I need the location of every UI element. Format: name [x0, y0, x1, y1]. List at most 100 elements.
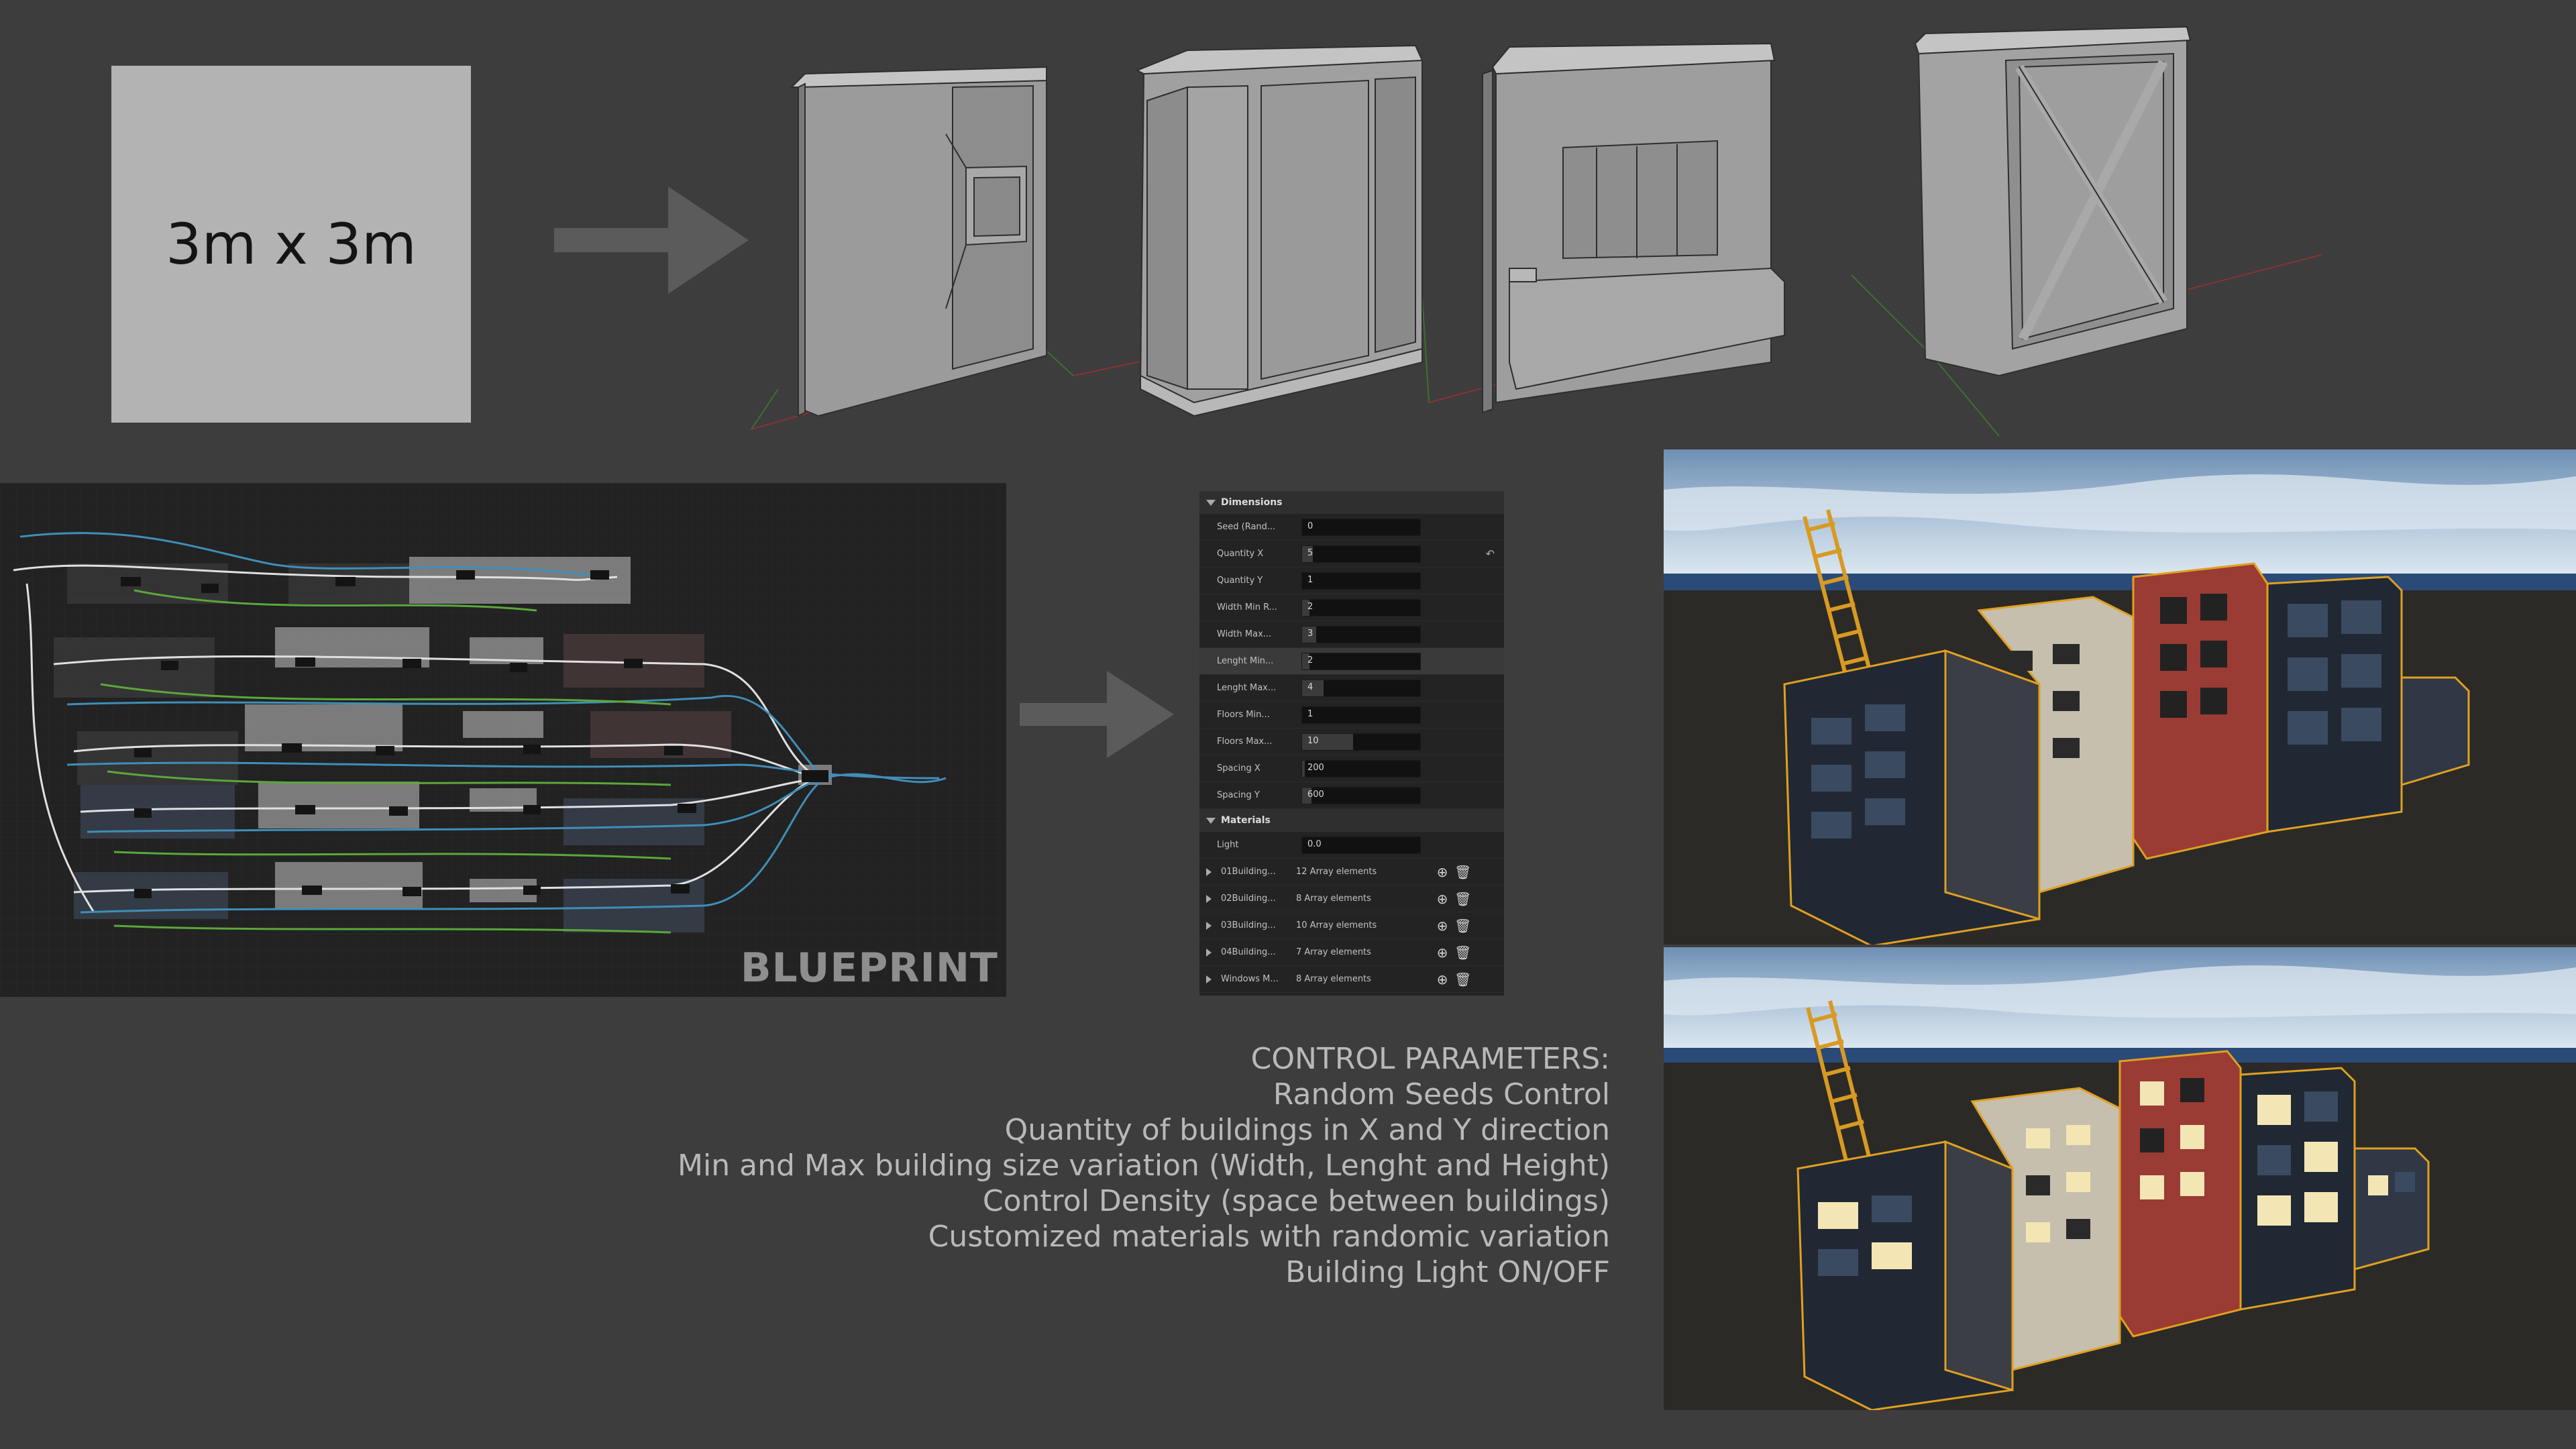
control-line: Customized materials with randomic varia… — [928, 1220, 1610, 1254]
collapse-triangle-icon[interactable] — [1206, 499, 1216, 506]
array-label: 03Building... — [1221, 920, 1276, 930]
value-fill — [1302, 733, 1353, 750]
control-line: Control Density (space between buildings… — [982, 1184, 1610, 1218]
array-label: 04Building... — [1221, 947, 1276, 957]
property-value: 3 — [1307, 628, 1313, 639]
array-count: 7 Array elements — [1296, 947, 1371, 957]
property-label: Lenght Max... — [1217, 683, 1277, 693]
add-circle-icon[interactable]: ⊕ — [1436, 944, 1448, 961]
floors-max-field[interactable]: 10 — [1301, 733, 1421, 751]
expand-arrow-icon[interactable] — [1206, 975, 1212, 983]
array-row[interactable]: 04Building... 7 Array elements ⊕ 🗑 — [1199, 939, 1504, 966]
property-label: Spacing X — [1217, 763, 1260, 773]
blueprint-watermark: BLUEPRINT — [740, 945, 998, 991]
seed-field[interactable]: 0 — [1301, 518, 1421, 536]
expand-arrow-icon[interactable] — [1206, 921, 1212, 930]
array-count: 10 Array elements — [1296, 920, 1377, 930]
city-render-lights-off — [1664, 449, 2576, 945]
array-row[interactable]: 02Building... 8 Array elements ⊕ 🗑 — [1199, 885, 1504, 912]
property-value: 2 — [1307, 655, 1313, 665]
array-count: 12 Array elements — [1296, 867, 1377, 877]
property-value: 0.0 — [1307, 839, 1322, 849]
spacing-x-field[interactable]: 200 — [1301, 759, 1421, 777]
value-fill — [1302, 680, 1324, 696]
trash-icon[interactable]: 🗑 — [1454, 944, 1472, 961]
blueprint-graph-panel[interactable]: BLUEPRINT — [0, 483, 1006, 997]
building-modules-viewport — [751, 25, 2322, 437]
add-circle-icon[interactable]: ⊕ — [1436, 917, 1448, 934]
array-count: 8 Array elements — [1296, 894, 1371, 904]
property-label: Lenght Min... — [1217, 656, 1274, 666]
property-label: Floors Min... — [1217, 710, 1270, 720]
expand-arrow-icon[interactable] — [1206, 948, 1212, 957]
property-label: Quantity Y — [1217, 576, 1263, 586]
property-label: Light — [1217, 840, 1239, 850]
width-max-field[interactable]: 3 — [1301, 625, 1421, 643]
property-row: Floors Max... 10 — [1199, 729, 1504, 755]
length-min-field[interactable]: 2 — [1301, 652, 1421, 670]
property-label: Width Min R... — [1217, 602, 1278, 612]
blueprint-node-graph[interactable] — [0, 483, 1006, 997]
property-value: 2 — [1307, 601, 1313, 612]
floors-min-field[interactable]: 1 — [1301, 706, 1421, 724]
collapse-triangle-icon[interactable] — [1206, 817, 1216, 824]
property-value: 0 — [1307, 521, 1313, 531]
spacing-y-field[interactable]: 600 — [1301, 786, 1421, 804]
section-label: Dimensions — [1221, 497, 1283, 508]
property-row: Light 0.0 — [1199, 832, 1504, 859]
property-label: Seed (Rand... — [1217, 522, 1276, 532]
property-row: Width Min R... 2 — [1199, 594, 1504, 621]
light-field[interactable]: 0.0 — [1301, 836, 1421, 854]
add-circle-icon[interactable]: ⊕ — [1436, 863, 1448, 880]
array-row[interactable]: 01Building... 12 Array elements ⊕ 🗑 — [1199, 859, 1504, 885]
property-value: 200 — [1307, 762, 1324, 773]
trash-icon[interactable]: 🗑 — [1454, 890, 1472, 907]
quantity-y-field[interactable]: 1 — [1301, 572, 1421, 590]
section-dimensions[interactable]: Dimensions — [1199, 491, 1504, 514]
trash-icon[interactable]: 🗑 — [1454, 917, 1472, 934]
section-materials[interactable]: Materials — [1199, 809, 1504, 832]
property-value: 1 — [1307, 708, 1313, 719]
array-row[interactable]: 03Building... 10 Array elements ⊕ 🗑 — [1199, 912, 1504, 939]
property-label: Spacing Y — [1217, 790, 1260, 800]
add-circle-icon[interactable]: ⊕ — [1436, 890, 1448, 907]
reset-arrow-icon[interactable]: ↶ — [1485, 547, 1495, 560]
property-value: 600 — [1307, 789, 1324, 800]
property-row: Spacing X 200 — [1199, 755, 1504, 782]
property-label: Floors Max... — [1217, 737, 1273, 747]
control-line: Building Light ON/OFF — [1285, 1255, 1610, 1289]
array-label: Windows M... — [1221, 974, 1279, 984]
details-panel: Dimensions Seed (Rand... 0 Quantity X 5 … — [1199, 491, 1504, 996]
section-label: Materials — [1221, 815, 1271, 826]
array-row[interactable]: Windows M... 8 Array elements ⊕ 🗑 — [1199, 966, 1504, 993]
module-size-tile: 3m x 3m — [111, 66, 471, 423]
expand-arrow-icon[interactable] — [1206, 867, 1212, 876]
property-value: 5 — [1307, 547, 1313, 558]
expand-arrow-icon[interactable] — [1206, 894, 1212, 903]
property-value: 1 — [1307, 574, 1313, 585]
property-label: Width Max... — [1217, 629, 1272, 639]
property-label: Quantity X — [1217, 549, 1264, 559]
control-line: Min and Max building size variation (Wid… — [678, 1148, 1610, 1183]
add-circle-icon[interactable]: ⊕ — [1436, 971, 1448, 987]
property-row: Lenght Max... 4 — [1199, 675, 1504, 702]
value-fill — [1302, 626, 1317, 643]
city-render-lights-on — [1664, 947, 2576, 1410]
array-label: 01Building... — [1221, 867, 1276, 877]
property-row: Seed (Rand... 0 — [1199, 514, 1504, 541]
trash-icon[interactable]: 🗑 — [1454, 863, 1472, 880]
arrow-right-icon — [1020, 671, 1174, 758]
control-line: Quantity of buildings in X and Y directi… — [1004, 1113, 1610, 1147]
property-row: Quantity X 5 ↶ — [1199, 541, 1504, 568]
array-label: 02Building... — [1221, 894, 1276, 904]
property-value: 4 — [1307, 682, 1313, 692]
property-row: Width Max... 3 — [1199, 621, 1504, 648]
width-min-field[interactable]: 2 — [1301, 598, 1421, 616]
value-fill — [1302, 599, 1309, 616]
trash-icon[interactable]: 🗑 — [1454, 971, 1472, 987]
value-fill — [1302, 653, 1309, 669]
property-row: Quantity Y 1 — [1199, 568, 1504, 594]
property-row: Spacing Y 600 — [1199, 782, 1504, 809]
quantity-x-field[interactable]: 5 — [1301, 545, 1421, 563]
length-max-field[interactable]: 4 — [1301, 679, 1421, 697]
